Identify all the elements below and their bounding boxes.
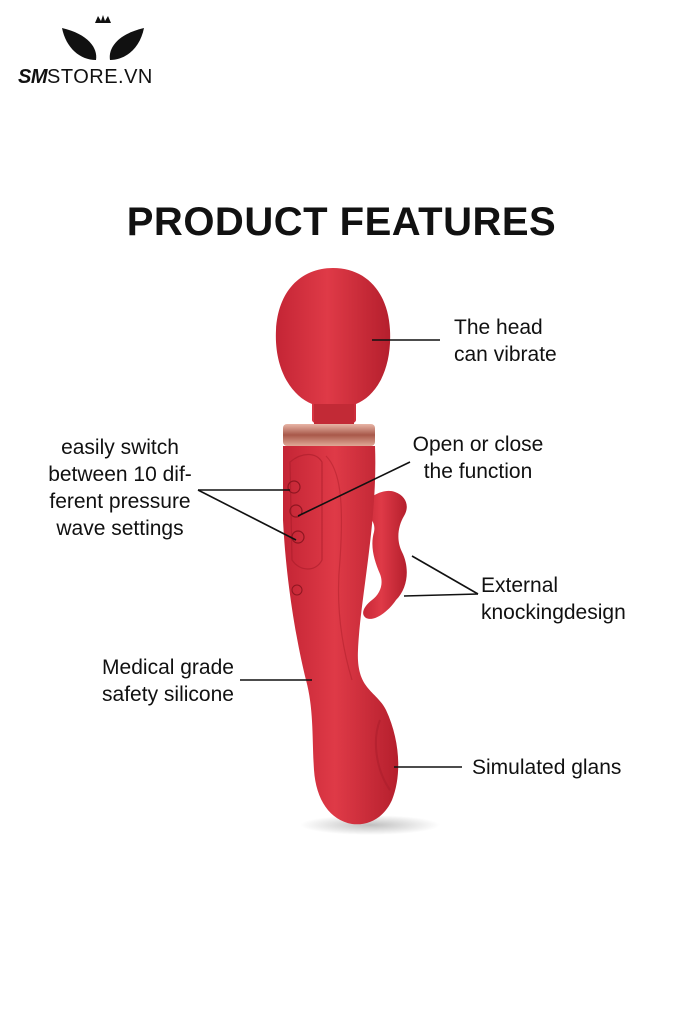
callout-glans-line1: Simulated glans	[472, 756, 622, 779]
callout-lines	[197, 339, 479, 768]
brand-suffix: STORE.VN	[47, 66, 153, 88]
button-mode	[289, 504, 303, 518]
callout-silicone: Medical grade safety silicone	[86, 654, 250, 708]
callout-head-line1: The head	[454, 316, 543, 339]
callout-pressure-line3: ferent pressure	[49, 490, 191, 513]
page-title: PRODUCT FEATURES	[126, 200, 557, 244]
brand-name: SMSTORE.VN	[18, 66, 153, 89]
callout-power-line2: the function	[423, 460, 533, 483]
callout-silicone-line1: Medical grade	[102, 656, 234, 679]
rose-gold-band	[283, 424, 375, 446]
callout-silicone-line2: safety silicone	[102, 683, 234, 706]
callout-knocking-line1: External	[481, 574, 559, 597]
callout-line-knocking-2	[403, 593, 479, 597]
wand-handle	[283, 446, 399, 825]
callout-knocking-line2: knockingdesign	[481, 601, 626, 624]
callout-head: The head can vibrate	[454, 314, 557, 368]
brand-logo: SMSTORE.VN	[18, 14, 188, 94]
brand-prefix: SM	[18, 66, 48, 88]
wand-neck	[314, 404, 354, 424]
callout-power-line1: Open or close	[412, 433, 544, 456]
callout-knocking: External knockingdesign	[481, 572, 626, 626]
cat-ears-crown-icon	[62, 15, 144, 60]
callout-pressure: easily switch between 10 dif- ferent pre…	[30, 434, 210, 542]
callout-power: Open or close the function	[398, 431, 558, 485]
control-panel-contour	[289, 453, 323, 570]
callout-head-line2: can vibrate	[454, 343, 557, 366]
callout-glans: Simulated glans	[472, 754, 621, 781]
button-up	[287, 480, 301, 494]
charging-port	[291, 584, 303, 596]
callout-pressure-line2: between 10 dif-	[48, 463, 192, 486]
callout-line-power	[297, 461, 411, 517]
callout-line-pressure-2	[197, 489, 297, 541]
wand-head	[275, 268, 391, 426]
callout-line-knocking-1	[411, 555, 479, 595]
callout-pressure-line4: wave settings	[56, 517, 184, 540]
callout-pressure-line1: easily switch	[61, 436, 179, 459]
button-down	[291, 530, 305, 544]
rabbit-arm	[360, 490, 407, 619]
floor-shadow	[300, 815, 440, 835]
